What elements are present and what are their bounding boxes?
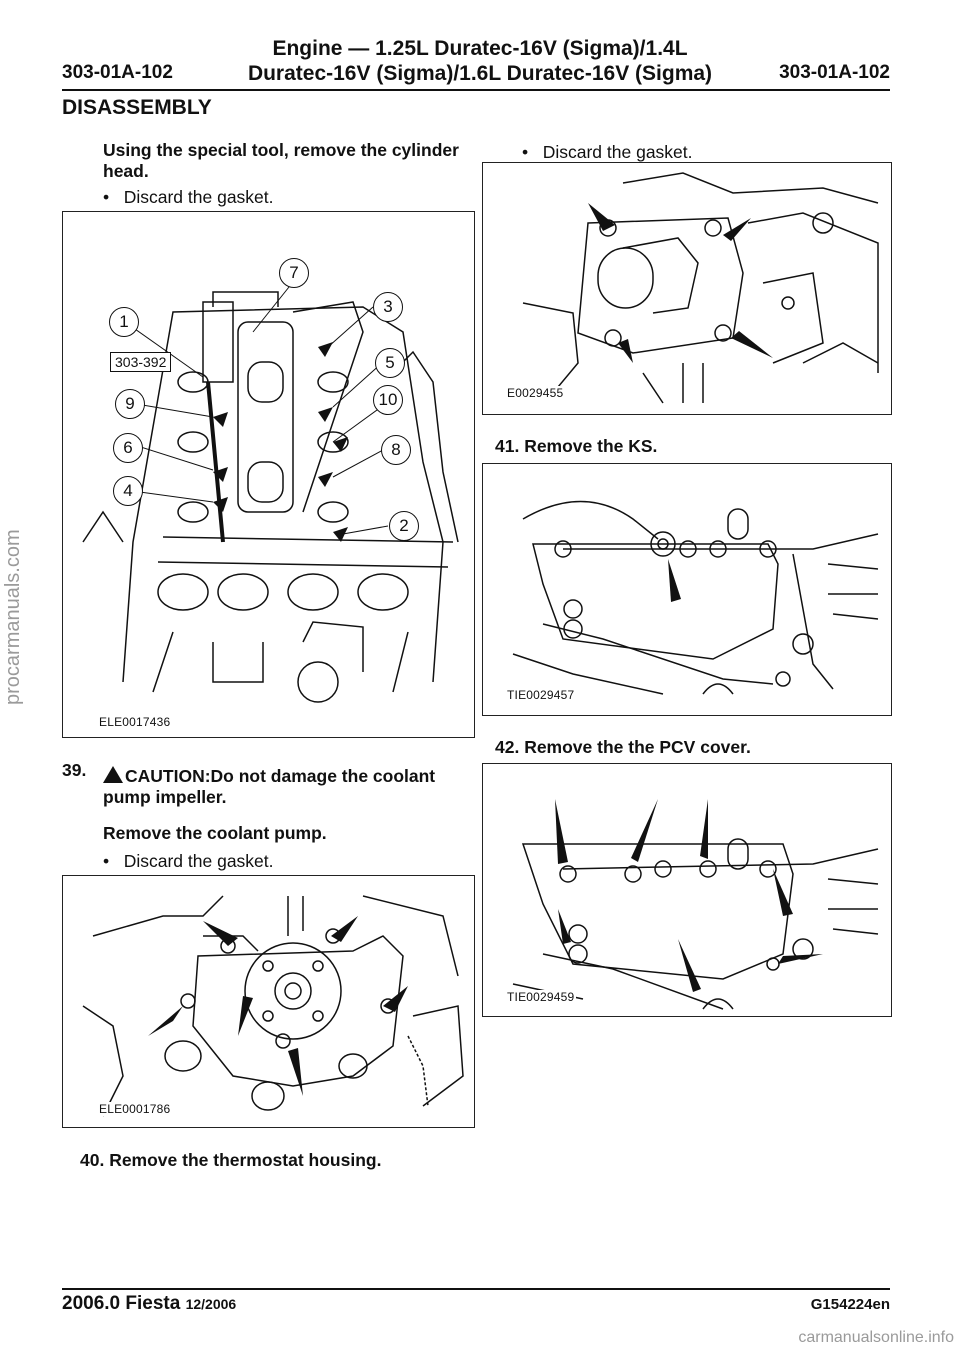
callout-1: 1	[109, 307, 139, 337]
footer-rule	[62, 1288, 890, 1290]
callout-9: 9	[115, 389, 145, 419]
figure-coolant-pump: ELE0001786	[62, 875, 475, 1128]
header-title-line2: Duratec-16V (Sigma)/1.6L Duratec-16V (Si…	[247, 62, 713, 85]
figure-coolant-pump-code: ELE0001786	[97, 1102, 173, 1116]
step39-text: Remove the coolant pump.	[103, 823, 327, 843]
step39-caution: CAUTION:Do not damage the coolant pump i…	[103, 765, 473, 808]
caution-warning-icon	[103, 766, 123, 783]
step40-text: 40. Remove the thermostat housing.	[80, 1150, 382, 1170]
step42-text: 42. Remove the the PCV cover.	[495, 737, 751, 757]
coolant-pump-illustration	[82, 895, 464, 1117]
figure-knock-sensor: TIE0029457	[482, 463, 892, 716]
header-title-line1: Engine — 1.25L Duratec-16V (Sigma)/1.4L	[272, 37, 688, 60]
header-rule	[62, 89, 890, 91]
right-top-bullet: • Discard the gasket.	[522, 142, 693, 162]
callout-6: 6	[113, 433, 143, 463]
callout-5: 5	[375, 348, 405, 378]
callout-7: 7	[279, 258, 309, 288]
footer-date: 12/2006	[185, 1296, 237, 1312]
step38-bullet-text: Discard the gasket.	[123, 187, 274, 207]
callout-8: 8	[381, 435, 411, 465]
watermark-bottom: carmanualsonline.info	[798, 1329, 954, 1346]
watermark-side: procarmanuals.com	[2, 529, 24, 705]
section-title: DISASSEMBLY	[62, 96, 212, 119]
step39-caution-text: CAUTION:Do not damage the coolant pump i…	[103, 766, 436, 807]
callout-2: 2	[389, 511, 419, 541]
step41-text: 41. Remove the KS.	[495, 436, 658, 456]
footer-model: 2006.0 Fiesta 12/2006	[62, 1293, 236, 1315]
knock-sensor-illustration	[512, 500, 879, 695]
step39-number: 39.	[62, 760, 87, 780]
header-code-right: 303-01A-102	[779, 62, 890, 83]
cylinder-head-illustration	[82, 281, 459, 703]
thermostat-housing-illustration	[522, 172, 879, 404]
step39-bullet-text: Discard the gasket.	[123, 851, 274, 871]
step38-bullet: • Discard the gasket.	[103, 187, 274, 207]
callout-3: 3	[373, 292, 403, 322]
figure-pcv-cover: TIE0029459	[482, 763, 892, 1017]
callout-10: 10	[373, 385, 403, 415]
step39-bullet: • Discard the gasket.	[103, 851, 274, 871]
figure-cylinder-head-code: ELE0017436	[97, 715, 173, 729]
figure-pcv-cover-code: TIE0029459	[505, 990, 577, 1004]
step38-text: Using the special tool, remove the cylin…	[103, 140, 459, 181]
pcv-cover-illustration	[512, 799, 879, 1010]
figure-thermostat-housing-code: E0029455	[505, 386, 566, 400]
right-top-bullet-text: Discard the gasket.	[542, 142, 693, 162]
callout-4: 4	[113, 476, 143, 506]
footer-model-text: 2006.0 Fiesta	[62, 1293, 181, 1314]
header-code-left: 303-01A-102	[62, 62, 173, 83]
figure-thermostat-housing: E0029455	[482, 162, 892, 415]
figure-knock-sensor-code: TIE0029457	[505, 688, 577, 702]
figure-cylinder-head: 1 2 3 4 5 6 7 8 9 10 303-392 ELE0017436	[62, 211, 475, 738]
footer-doc-code: G154224en	[810, 1296, 890, 1313]
special-tool-label: 303-392	[110, 352, 172, 372]
